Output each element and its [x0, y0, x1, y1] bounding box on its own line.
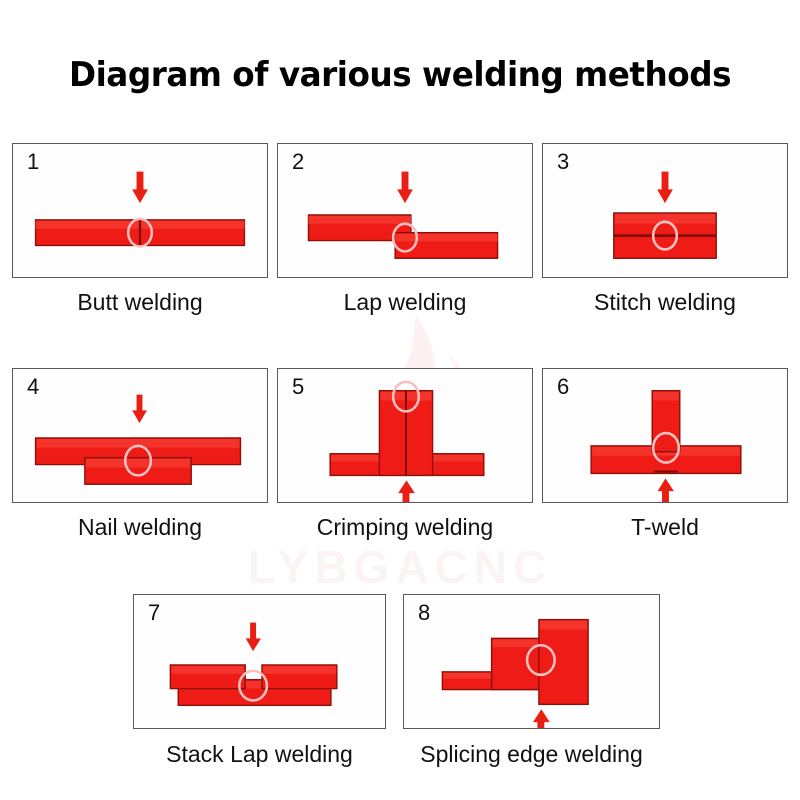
panel-stitch-welding[interactable]: 3: [542, 143, 788, 278]
panel-caption: T-weld: [631, 514, 699, 540]
arrow-down-icon: [397, 171, 413, 204]
figure-nail-welding: [34, 394, 242, 485]
panel-number: 3: [557, 149, 570, 174]
panel-cell-1: 1 Butt welding: [12, 143, 268, 318]
panel-caption: Nail welding: [77, 514, 202, 540]
arrow-up-icon: [398, 480, 415, 502]
arrow-down-icon: [657, 171, 673, 204]
panel-cell-3: 3 Stitch welding: [542, 143, 788, 318]
panel-cell-4: 4 Nail welding: [12, 368, 268, 543]
panel-cell-2: 2 Lap welding: [277, 143, 533, 318]
panel-t-weld[interactable]: 6: [542, 368, 788, 503]
arrow-up-icon: [532, 709, 550, 728]
panel-crimping-welding[interactable]: 5: [277, 368, 533, 503]
figure-butt-welding: [34, 171, 246, 248]
page-title: Diagram of various welding methods: [68, 55, 732, 95]
arrow-down-icon: [132, 171, 148, 204]
panel-number: 6: [557, 374, 570, 399]
panel-number: 1: [27, 149, 40, 174]
panel-butt-welding[interactable]: 1: [12, 143, 268, 278]
panel-cell-8: 8 Splicing edge welding: [403, 594, 660, 774]
watermark-text: LYBGACNC: [247, 541, 553, 593]
panel-cell-5: 5 Crimping welding: [277, 368, 533, 543]
panel-caption: Stitch welding: [594, 289, 736, 315]
panel-stack-lap-welding[interactable]: 7: [133, 594, 386, 729]
panel-cell-6: 6 T-weld: [542, 368, 788, 543]
panel-cell-7: 7 Stack Lap welding: [133, 594, 386, 774]
panel-number: 8: [418, 600, 431, 625]
panel-caption: Butt welding: [77, 289, 203, 315]
figure-t-weld: [590, 389, 742, 502]
panel-splicing-edge-welding[interactable]: 8: [403, 594, 660, 729]
panel-caption: Lap welding: [343, 289, 467, 315]
panel-number: 4: [27, 374, 40, 399]
panel-lap-welding[interactable]: 2: [277, 143, 533, 278]
panel-caption: Crimping welding: [316, 514, 494, 540]
figure-lap-welding: [307, 171, 499, 259]
panel-number: 5: [292, 374, 305, 399]
figure-stack-lap-welding: [169, 622, 338, 707]
panel-number: 7: [148, 600, 161, 625]
figure-splicing-edge-welding: [441, 618, 589, 728]
figure-crimping-welding: [329, 380, 485, 502]
arrow-down-icon: [245, 622, 261, 652]
arrow-down-icon: [132, 394, 147, 424]
panel-caption: Splicing edge welding: [420, 741, 643, 767]
figure-stitch-welding: [613, 171, 717, 259]
panel-nail-welding[interactable]: 4: [12, 368, 268, 503]
arrow-up-icon: [657, 478, 674, 502]
panel-number: 2: [292, 149, 305, 174]
panel-caption: Stack Lap welding: [166, 741, 353, 767]
